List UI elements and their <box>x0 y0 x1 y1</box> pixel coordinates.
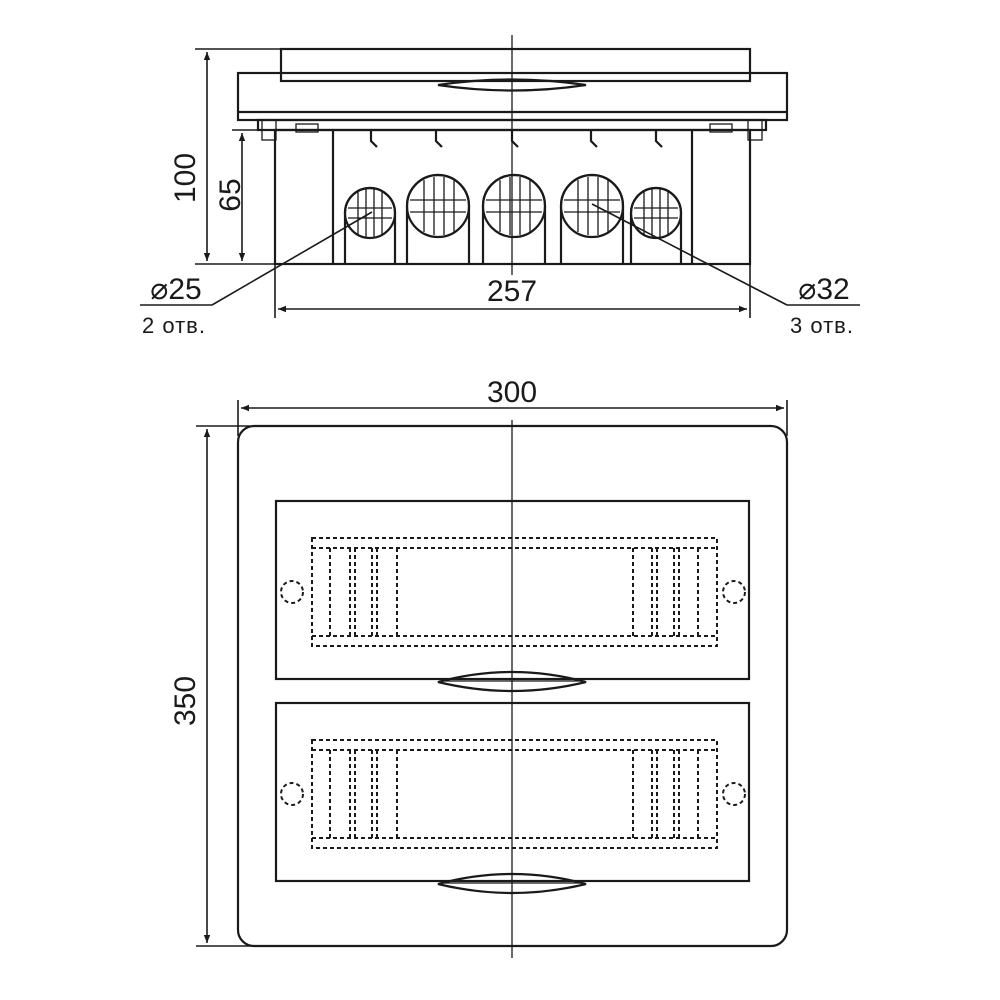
din-row-lower <box>274 701 751 895</box>
knockout-large-1 <box>405 173 471 264</box>
knockout-small-1 <box>343 186 397 264</box>
hole-small-diameter: ⌀25 <box>150 273 201 306</box>
dim-front-width: 300 <box>237 376 788 436</box>
dim-body-width: 257 <box>274 264 751 318</box>
screw-upper-right <box>722 580 746 604</box>
leader-hole-small: ⌀25 2 отв. <box>140 211 373 338</box>
hole-large-count: 3 отв. <box>790 313 854 338</box>
screw-lower-right <box>722 782 746 806</box>
screw-upper-left <box>280 580 304 604</box>
dim-total-height: 100 <box>169 48 281 265</box>
dim-front-height-label: 350 <box>169 676 202 726</box>
cover-top-plate <box>279 47 752 83</box>
screw-lower-left <box>280 782 304 806</box>
dim-front-width-label: 300 <box>487 376 537 409</box>
knockout-large-2 <box>481 173 547 264</box>
hole-large-diameter: ⌀32 <box>798 273 849 306</box>
door-handle-upper <box>437 670 587 693</box>
knockout-large-3 <box>559 173 625 264</box>
knockout-holes <box>343 173 683 264</box>
knockout-small-2 <box>629 186 683 264</box>
front-view: 300 350 <box>169 376 789 958</box>
body-clips <box>369 130 663 148</box>
dim-front-height: 350 <box>169 425 250 947</box>
dim-total-height-label: 100 <box>169 153 202 203</box>
leader-hole-large: ⌀32 3 отв. <box>591 203 860 338</box>
cover-handle <box>437 78 587 92</box>
dim-body-height-label: 65 <box>214 178 247 211</box>
dim-body-height: 65 <box>214 129 258 261</box>
hole-small-count: 2 отв. <box>142 313 206 338</box>
dim-body-width-label: 257 <box>487 275 537 308</box>
side-view: 100 65 257 ⌀25 2 отв. ⌀32 3 отв. <box>140 35 860 338</box>
door-handle-lower <box>437 872 587 895</box>
